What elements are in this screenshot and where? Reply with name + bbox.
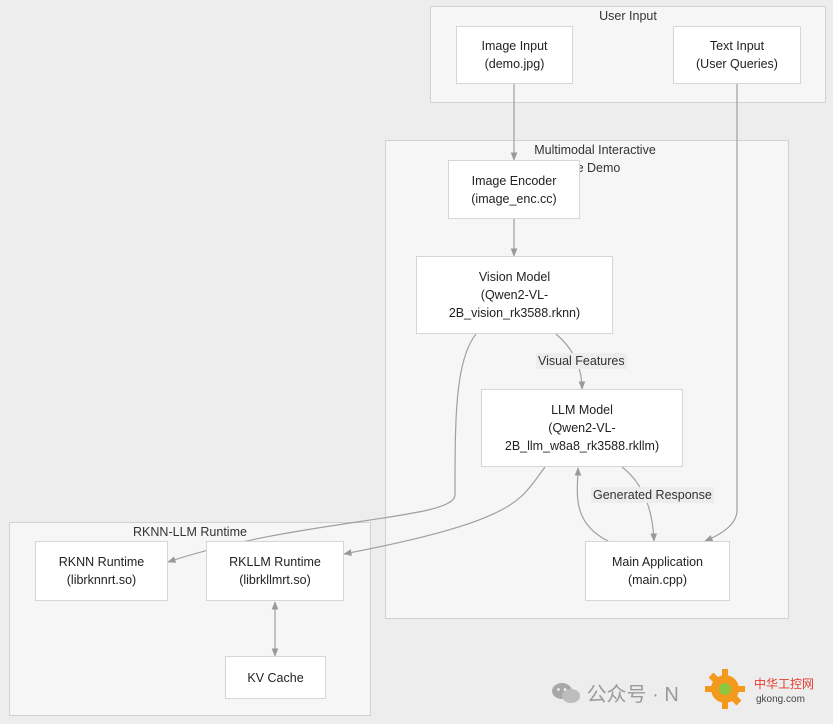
edge-label-visual-features: Visual Features <box>536 353 627 369</box>
svg-text:gkong.com: gkong.com <box>756 694 805 705</box>
wechat-icon <box>551 682 581 710</box>
node-main-application: Main Application (main.cpp) <box>585 541 730 601</box>
node-kv-cache: KV Cache <box>225 656 326 699</box>
node-llm-model: LLM Model (Qwen2-VL- 2B_llm_w8a8_rk3588.… <box>481 389 683 467</box>
edge-llm-to-rkllm-runtime <box>343 466 546 556</box>
gear-icon <box>702 666 748 712</box>
node-vision-model: Vision Model (Qwen2-VL- 2B_vision_rk3588… <box>416 256 613 334</box>
cluster-user-input-label: User Input <box>599 9 657 23</box>
node-image-input: Image Input (demo.jpg) <box>456 26 573 84</box>
edge-vision-to-rknn-runtime <box>167 333 477 563</box>
node-text-input: Text Input (User Queries) <box>673 26 801 84</box>
edge-llm-to-main <box>621 466 658 542</box>
cluster-demo <box>385 140 789 619</box>
gkong-logo: 中华工控网 gkong.com <box>700 664 828 716</box>
svg-text:中华工控网: 中华工控网 <box>754 676 814 691</box>
cluster-runtime-label: RKNN-LLM Runtime <box>133 525 247 539</box>
watermark-wechat: 公众号 · N <box>551 678 679 710</box>
edge-label-generated-response: Generated Response <box>591 487 714 503</box>
node-rkllm-runtime: RKLLM Runtime (librkllmrt.so) <box>206 541 344 601</box>
watermark-text: 公众号 · N <box>586 684 679 706</box>
node-rknn-runtime: RKNN Runtime (librknnrt.so) <box>35 541 168 601</box>
node-image-encoder: Image Encoder (image_enc.cc) <box>448 160 580 219</box>
edge-text-input-to-main <box>704 84 738 542</box>
edge-main-to-llm <box>574 467 609 542</box>
